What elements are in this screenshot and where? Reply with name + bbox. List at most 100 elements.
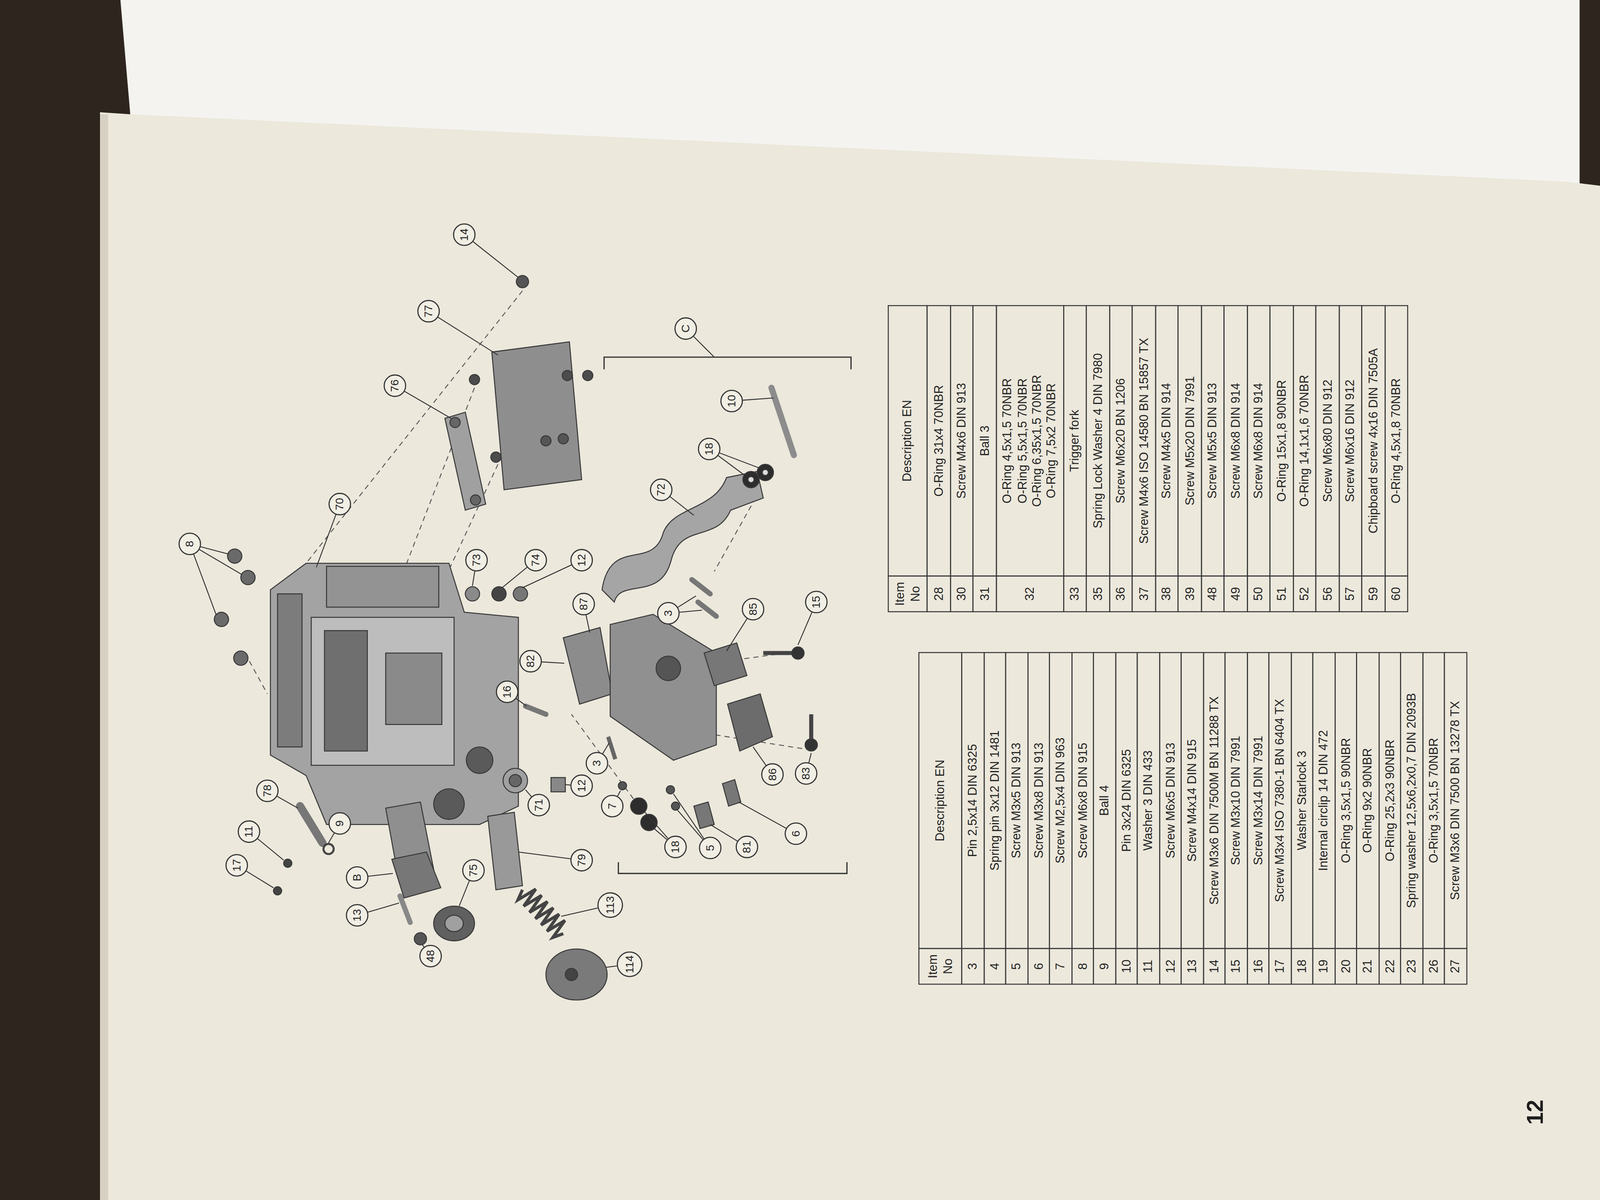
table-cell: Screw M2,5x4 DIN 963	[1048, 651, 1072, 949]
screw	[490, 451, 502, 463]
callout-circle	[699, 837, 722, 859]
item-number: 13	[1184, 959, 1200, 974]
table-cell: O-Ring 31x4 70NBR	[926, 305, 951, 577]
callout-circle	[598, 892, 623, 918]
callout-number: 7	[606, 803, 618, 810]
item-number: 60	[1388, 586, 1404, 601]
pin	[300, 805, 323, 843]
callout-circle	[346, 904, 368, 927]
part-description: O-Ring 4,5x1,8 70NBR	[1388, 378, 1404, 504]
table-cell: 22	[1378, 948, 1402, 985]
bar-hole	[450, 417, 461, 428]
screw	[240, 570, 256, 585]
small-part	[703, 642, 747, 686]
part-description: O-Ring 6,35x1,5 70NBR	[1029, 374, 1045, 507]
callout-circle	[650, 478, 672, 501]
part-description: Ball 3	[976, 425, 992, 456]
part-description: O-Ring 31x4 70NBR	[931, 384, 947, 497]
callout-number: 79	[576, 853, 588, 867]
item-number: 8	[1075, 963, 1090, 970]
callout-number: 71	[533, 798, 545, 812]
disk	[433, 905, 475, 941]
item-number: 30	[953, 586, 969, 601]
callout-circle	[462, 859, 485, 881]
part-description: Screw M3x5 DIN 913	[1009, 742, 1024, 859]
leader-line	[653, 828, 668, 840]
table-cell: Screw M4x14 DIN 915	[1180, 651, 1204, 949]
callout-number: 15	[810, 595, 822, 609]
screw	[671, 801, 680, 811]
item-number: 37	[1136, 586, 1151, 601]
table-cell: 16	[1246, 948, 1270, 985]
housing-window	[311, 617, 454, 766]
leader-line	[518, 851, 571, 859]
housing-bore	[466, 746, 493, 774]
table-cell: 26	[1421, 948, 1445, 985]
callout-circle	[657, 602, 679, 624]
hammer-part	[391, 851, 441, 899]
callout-circle	[805, 591, 827, 613]
part-description: O-Ring 4,5x1,5 70NBR	[1000, 378, 1016, 504]
table-cell: Pin 3x24 DIN 6325	[1114, 651, 1138, 949]
part-description: O-Ring 15x1,8 90NBR	[1274, 379, 1289, 502]
part-description: Screw M6x20 BN 1206	[1113, 378, 1129, 504]
screw-shank	[809, 714, 814, 741]
item-number: 11	[1140, 959, 1156, 973]
table-cell: Screw M3x6 DIN 7500 BN 13278 TX	[1444, 651, 1468, 949]
table-cell: 9	[1092, 948, 1116, 985]
callout-number: 13	[351, 909, 363, 922]
table-cell: Chipboard screw 4x16 DIN 7505A	[1361, 305, 1385, 577]
table-cell: Ball 3	[972, 305, 997, 577]
leader-line	[677, 596, 696, 608]
bar-hole	[470, 494, 481, 506]
table-cell: Screw M6x80 DIN 912	[1315, 305, 1340, 577]
table-cell: 7	[1048, 948, 1072, 985]
housing-slot	[324, 630, 368, 751]
part-description: Screw M3x4 ISO 7380-1 BN 6404 TX	[1272, 698, 1288, 902]
table-cell: 37	[1131, 575, 1156, 613]
item-number: 20	[1338, 959, 1354, 974]
part-description: Screw M5x20 DIN 7991	[1182, 376, 1197, 506]
table-cell: 11	[1136, 948, 1160, 985]
table-cell: 12	[1158, 948, 1182, 985]
housing-bore	[433, 788, 465, 820]
callout-circle	[238, 821, 260, 843]
callout-circle	[571, 775, 593, 797]
leader-line	[525, 789, 532, 797]
part-description: O-Ring 5,5x1,5 70NBR	[1015, 378, 1030, 504]
table-cell: 4	[983, 948, 1007, 985]
housing-rail	[277, 594, 302, 748]
leader-lines	[193, 241, 812, 968]
washer	[757, 464, 774, 481]
callout-circle	[664, 836, 687, 858]
part-description: Screw M2,5x4 DIN 963	[1053, 737, 1068, 864]
screw-shank	[763, 651, 794, 656]
leader-line	[316, 514, 336, 568]
leader-line	[257, 838, 284, 861]
link-bar	[444, 412, 486, 511]
item-number: 3	[965, 963, 981, 970]
leader-line	[679, 610, 702, 613]
part-description: Spring washer 12,5x6,2x0,7 DIN 2093B	[1403, 692, 1419, 908]
leader-line	[673, 794, 704, 839]
table-cell: Description EN	[918, 651, 963, 949]
part-description: Screw M4x14 DIN 915	[1184, 739, 1200, 862]
item-number: 39	[1182, 586, 1197, 601]
part-description: Screw M3x6 DIN 7500M BN 11288 TX	[1206, 696, 1222, 905]
table-cell: 27	[1444, 948, 1468, 985]
small-part	[727, 694, 773, 752]
table-cell: Screw M3x6 DIN 7500M BN 11288 TX	[1202, 651, 1226, 949]
table-cell: 20	[1334, 948, 1358, 985]
table-cell: 49	[1223, 575, 1248, 613]
table-cell: 39	[1177, 575, 1202, 613]
cover-plate	[491, 341, 582, 490]
table-cell: Spring pin 3x12 DIN 1481	[983, 651, 1007, 949]
item-number: 7	[1053, 963, 1068, 970]
item-number: 33	[1067, 586, 1083, 601]
screw	[273, 886, 282, 896]
leader-line	[718, 455, 745, 476]
callout-number: 10	[726, 394, 738, 408]
table-cell: Screw M6x8 DIN 914	[1246, 305, 1271, 577]
